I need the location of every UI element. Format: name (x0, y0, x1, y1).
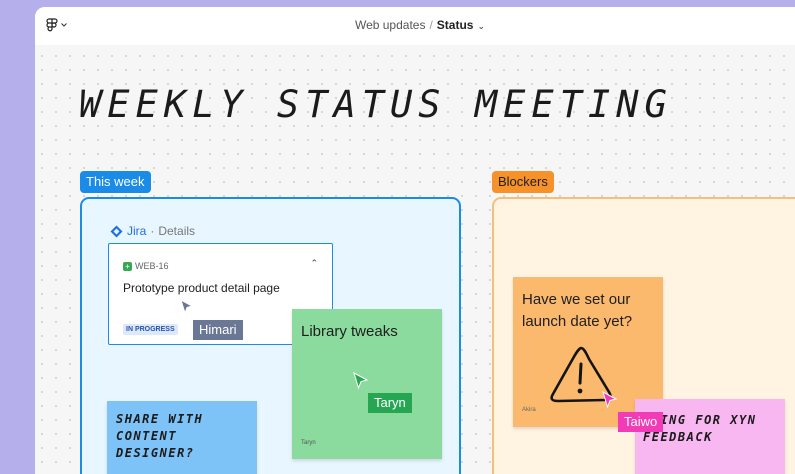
sticky-note-library[interactable]: Library tweaks Taryn (292, 309, 442, 459)
chevron-down-icon[interactable]: ⌄ (477, 21, 486, 31)
board-title: WEEKLY STATUS MEETING (79, 83, 673, 126)
chevron-down-icon (61, 23, 67, 27)
jira-widget-header: Jira · Details (110, 224, 195, 238)
warning-icon (550, 346, 612, 403)
sticky-text: Library tweaks (301, 323, 398, 340)
jira-details-link[interactable]: Details (158, 224, 196, 238)
cursor-arrow-icon (602, 391, 618, 409)
ticket-id: + WEB-16 (123, 261, 169, 271)
top-bar: Web updates/Status⌄ (35, 7, 795, 45)
figma-logo-icon (46, 18, 58, 32)
this-week-label[interactable]: This week (80, 171, 151, 193)
sticky-note-feedback[interactable]: ITING FOR XYN FEEDBACK (635, 399, 785, 474)
sticky-text: Have we set our launch date yet? (522, 291, 633, 330)
jira-logo-icon (110, 225, 123, 237)
cursor-arrow-icon (180, 299, 194, 315)
breadcrumb-separator: / (429, 18, 433, 32)
story-type-icon: + (123, 261, 132, 271)
ticket-id-text: WEB-16 (135, 261, 169, 271)
page-name-dropdown[interactable]: Status (436, 18, 474, 32)
cursor-label-taiwo: Taiwo (618, 412, 664, 432)
sticky-text: ITING FOR XYN FEEDBACK (643, 413, 757, 444)
cursor-label-taryn: Taryn (368, 393, 412, 413)
sticky-text: SHARE WITH CONTENT DESIGNER? (116, 412, 204, 460)
jira-separator: · (150, 224, 155, 238)
main-menu-button[interactable] (46, 18, 67, 32)
cursor-label-himari: Himari (193, 320, 243, 340)
sticky-author: Taryn (301, 440, 316, 446)
issue-title: Prototype product detail page (123, 281, 280, 295)
canvas-window: Web updates/Status⌄ WEEKLY STATUS MEETIN… (35, 7, 795, 474)
sticky-note-content[interactable]: SHARE WITH CONTENT DESIGNER? (107, 401, 257, 474)
jira-app-name: Jira (127, 224, 147, 238)
status-badge: IN PROGRESS (123, 324, 178, 335)
breadcrumb: Web updates/Status⌄ (35, 18, 795, 32)
sticky-author: Akira (522, 407, 536, 413)
blockers-label[interactable]: Blockers (492, 171, 554, 193)
collapse-chevron-icon[interactable]: ⌃ (310, 258, 318, 268)
file-name-link[interactable]: Web updates (354, 18, 426, 32)
cursor-arrow-icon (353, 372, 369, 390)
